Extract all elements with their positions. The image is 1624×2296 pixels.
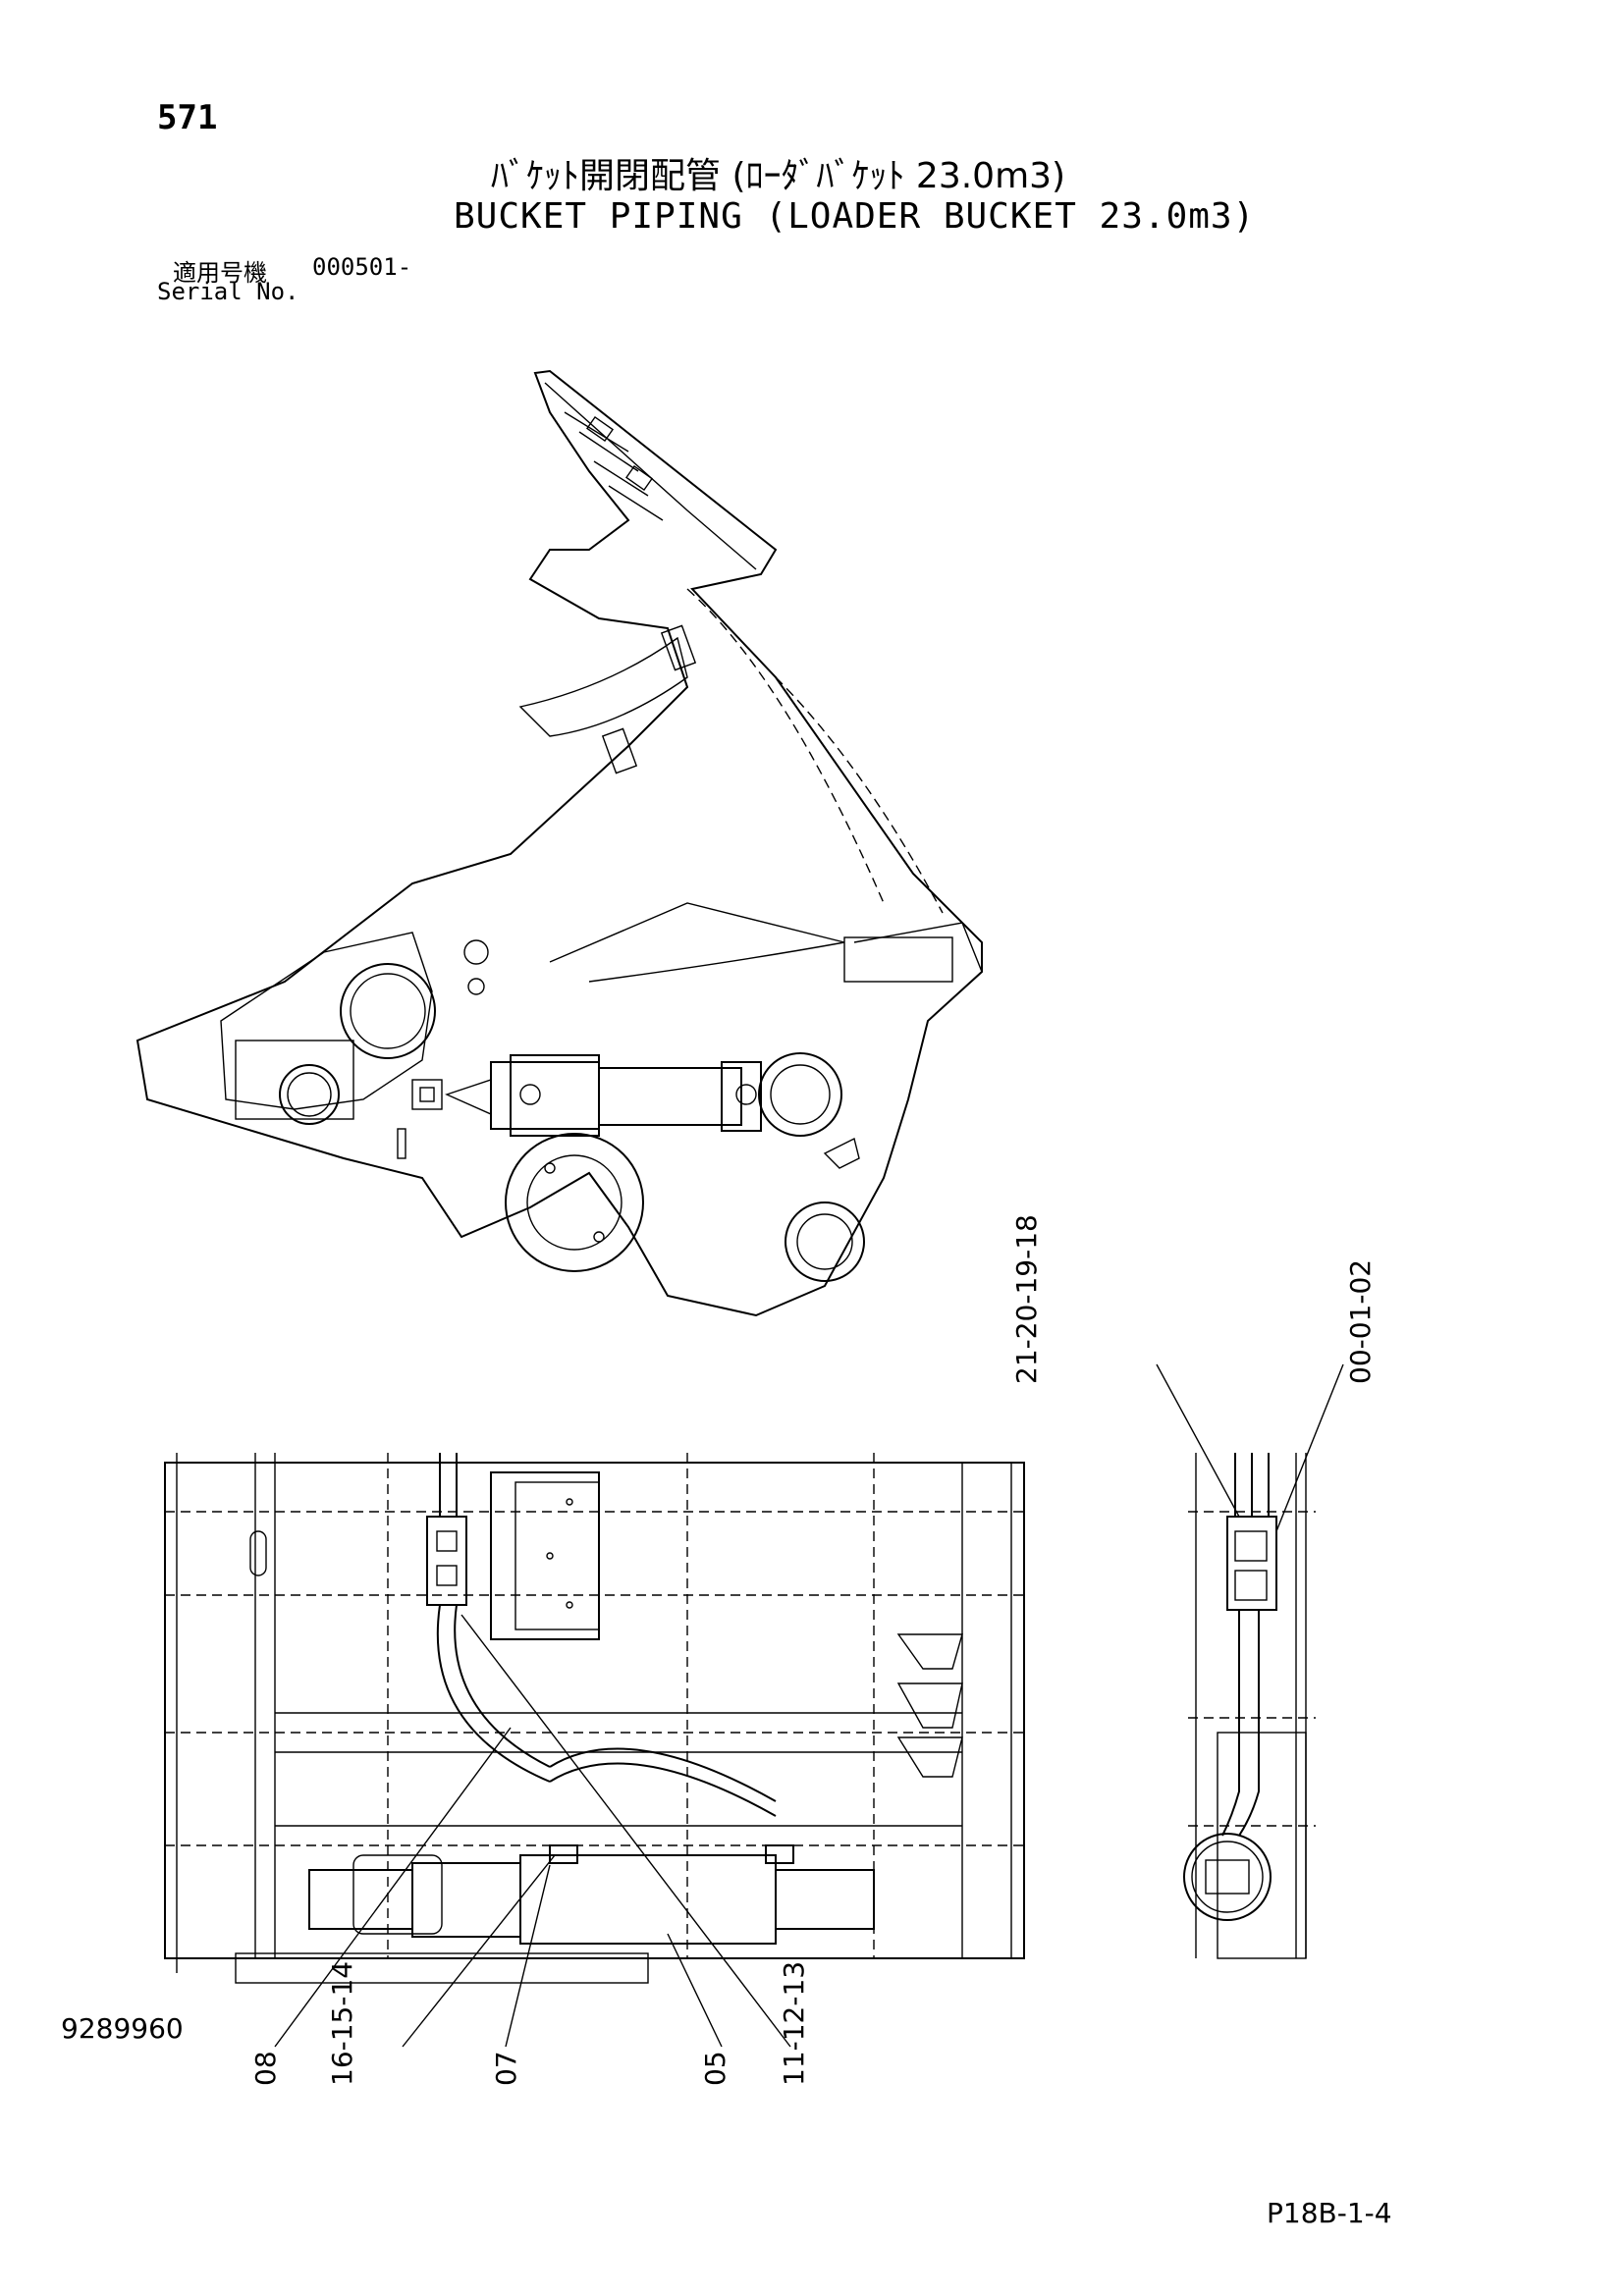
document-number: 9289960 — [61, 2012, 184, 2045]
piping-side-view — [1183, 1453, 1316, 1959]
serial-label-english: Serial No. — [157, 278, 299, 305]
callout-07: 07 — [490, 2051, 522, 2086]
callout-00-01-02: 00-01-02 — [1344, 1259, 1377, 1384]
title-english: BUCKET PIPING (LOADER BUCKET 23.0m3) — [454, 196, 1256, 237]
serial-label-japanese: 適用号機 — [173, 259, 267, 287]
title-japanese: ﾊﾞｹｯﾄ開閉配管 (ﾛｰﾀﾞﾊﾞｹｯﾄ 23.0m3) — [491, 156, 1066, 196]
serial-value: 000501- — [312, 253, 412, 281]
callout-11-12-13: 11-12-13 — [778, 1961, 810, 2086]
bucket-side-view — [135, 369, 983, 1317]
page-reference: P18B-1-4 — [1267, 2197, 1392, 2229]
callout-08: 08 — [249, 2051, 282, 2086]
callout-05: 05 — [699, 2051, 731, 2086]
bucket-plan-view — [164, 1453, 1025, 1984]
page-number: 571 — [157, 98, 218, 137]
leader-lines — [274, 1363, 1344, 2048]
callout-16-15-14: 16-15-14 — [326, 1961, 358, 2086]
callout-21-20-19-18: 21-20-19-18 — [1010, 1214, 1043, 1384]
